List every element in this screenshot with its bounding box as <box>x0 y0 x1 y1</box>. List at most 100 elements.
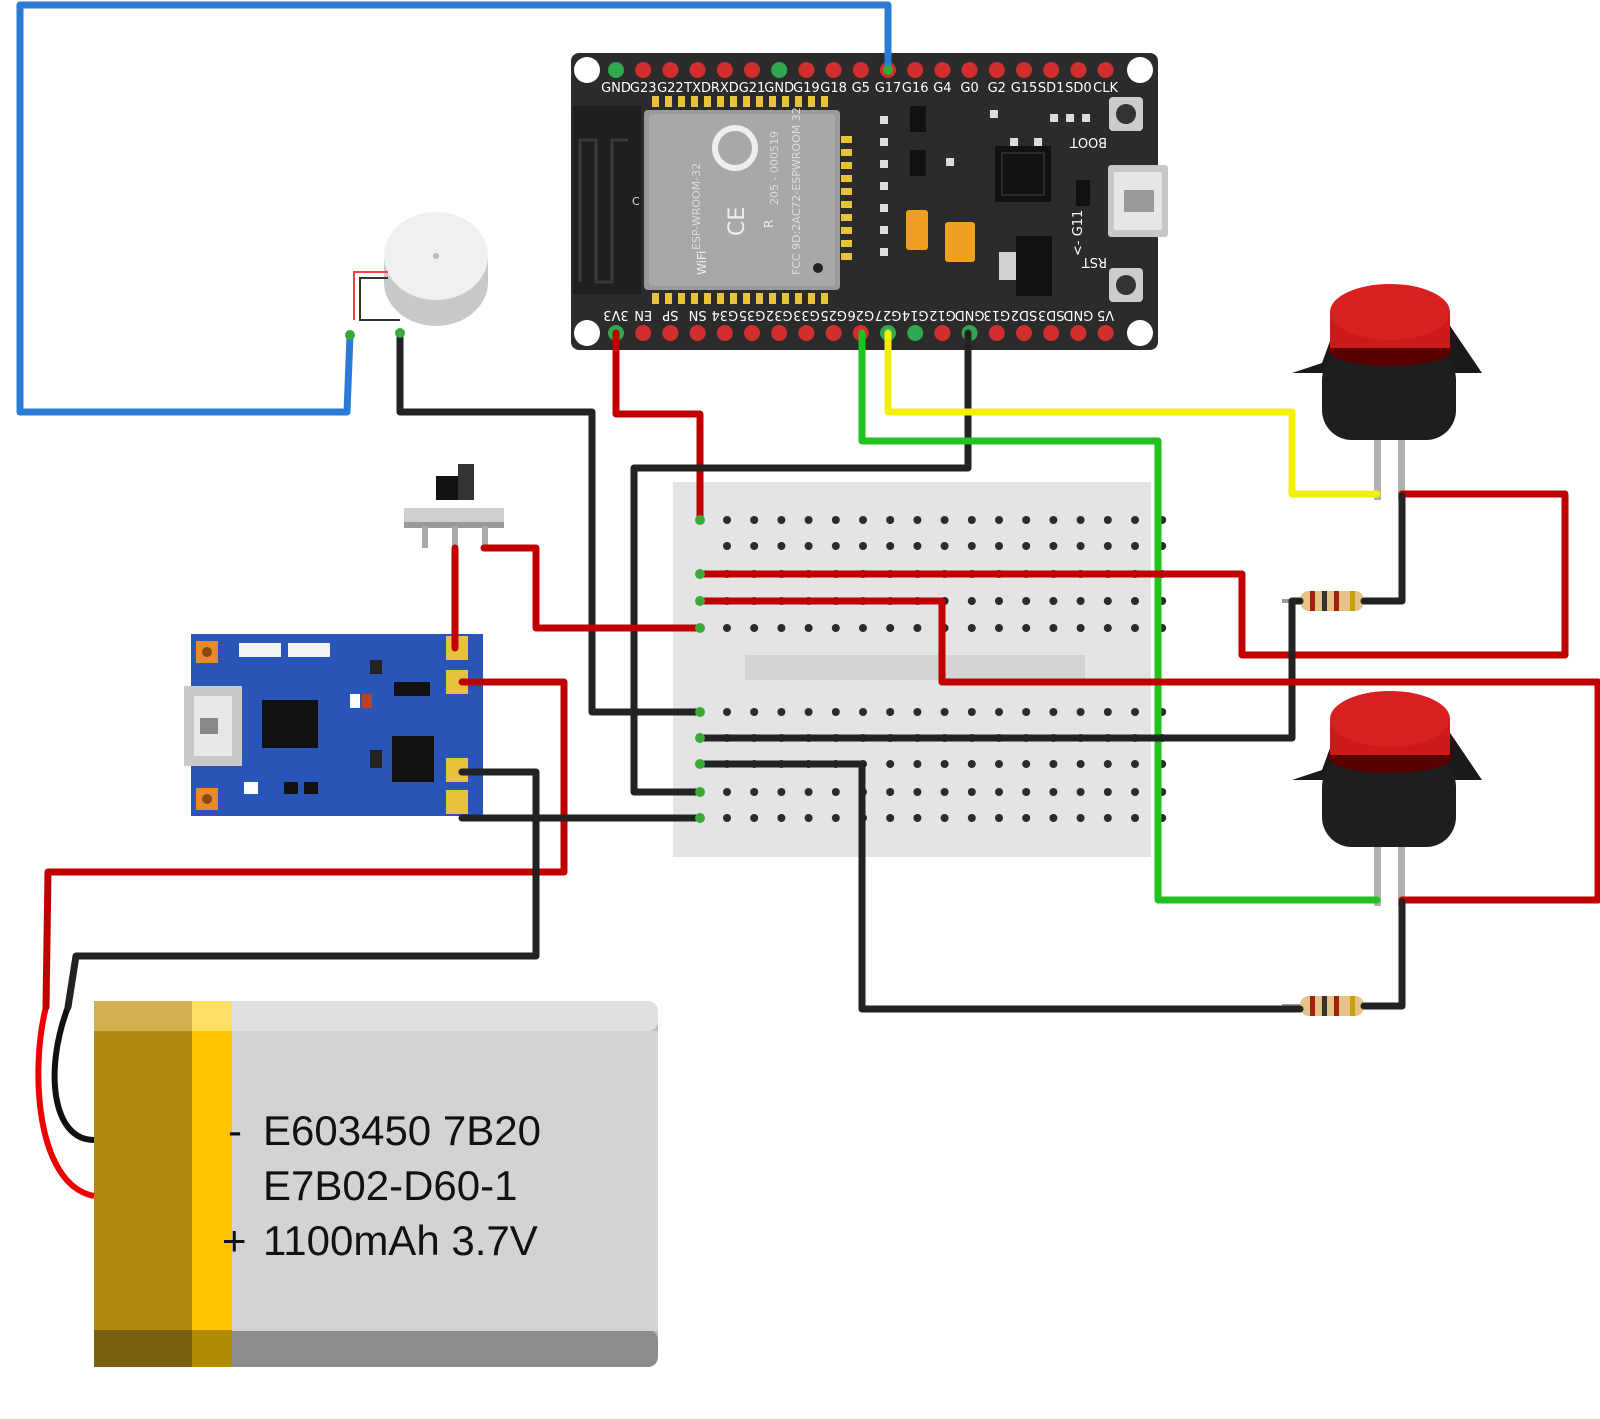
esp32-pin[interactable] <box>907 62 924 78</box>
esp32-pin[interactable] <box>771 62 788 78</box>
esp32-pin-label: GND <box>1063 307 1093 322</box>
module-pad <box>841 201 852 208</box>
breadboard-hole <box>940 516 949 524</box>
breadboard-hole <box>940 542 949 550</box>
esp32-pin[interactable] <box>907 325 924 341</box>
breadboard-hole <box>1131 788 1139 796</box>
breadboard-hole <box>1022 788 1031 796</box>
esp32-pin-label: G16 <box>902 81 929 96</box>
module-model-text: ESP-WROOM-32 <box>690 163 703 250</box>
esp32-pin-label: G2 <box>988 81 1006 96</box>
esp32-pin[interactable] <box>798 62 815 78</box>
esp32-pin-label: CLK <box>1093 81 1118 96</box>
push-button[interactable] <box>1292 284 1482 500</box>
slide-switch[interactable] <box>404 464 504 548</box>
breadboard-hole <box>723 788 731 796</box>
esp32-pin[interactable] <box>825 325 842 341</box>
esp32-pin[interactable] <box>608 62 624 78</box>
breadboard-hole <box>913 516 922 524</box>
esp32-pin[interactable] <box>988 325 1005 341</box>
wire-black-button-1-pulldown <box>1360 492 1406 605</box>
wire-black-esp-gnd <box>630 329 972 796</box>
module-pad <box>756 293 763 304</box>
esp32-pin[interactable] <box>988 62 1005 78</box>
wire-black-button-2-pulldown <box>1360 898 1406 1010</box>
capacitor <box>906 210 928 250</box>
esp32-pin-label: SD3 <box>1038 307 1065 322</box>
breadboard-hole <box>1103 788 1112 796</box>
esp32-pin[interactable] <box>1016 62 1032 78</box>
breadboard-hole <box>831 708 840 716</box>
esp32-pin[interactable] <box>825 62 842 78</box>
breadboard-hole <box>1103 516 1112 524</box>
breadboard-hole <box>777 624 786 632</box>
esp32-pin[interactable] <box>1097 325 1114 341</box>
breadboard-hole <box>804 708 813 716</box>
breadboard-hole <box>1103 708 1112 716</box>
breadboard-hole <box>1103 542 1112 550</box>
breadboard-hole <box>859 516 867 524</box>
esp32-pin[interactable] <box>961 62 978 78</box>
breadboard-hole <box>1076 597 1085 605</box>
breadboard-hole <box>886 788 895 796</box>
esp32-pin[interactable] <box>689 325 706 341</box>
wire-black-buzzer-gnd <box>396 329 704 716</box>
esp32-pin[interactable] <box>662 62 679 78</box>
breadboard-hole <box>750 788 759 796</box>
g11-label: <- G11 <box>1071 210 1086 256</box>
module-pad <box>665 96 672 107</box>
breadboard-hole <box>723 814 731 822</box>
capacitor <box>945 222 975 262</box>
wifi-logo-icon: WiFi <box>695 251 709 275</box>
wire-black-resistor-1 <box>696 597 1304 742</box>
esp32-pin[interactable] <box>771 325 788 341</box>
wire-black-battery-minus <box>64 768 540 1011</box>
breadboard-hole <box>1131 624 1139 632</box>
breadboard-hole <box>831 542 840 550</box>
smd-component <box>880 248 888 256</box>
esp32-pin[interactable] <box>1043 62 1060 78</box>
smd-component <box>1010 138 1018 146</box>
push-button[interactable] <box>1292 691 1482 906</box>
esp32-pin-label: GND <box>764 81 794 96</box>
breadboard-hole <box>913 542 922 550</box>
wire-endpoint <box>345 330 355 340</box>
esp32-pin-label: GND <box>601 81 631 96</box>
breadboard-hole <box>1049 597 1058 605</box>
esp32-pin[interactable] <box>744 325 760 341</box>
breadboard-hole <box>750 708 759 716</box>
breadboard-hole <box>723 708 731 716</box>
esp32-pin[interactable] <box>635 62 652 78</box>
module-pad <box>665 293 672 304</box>
esp32-pin[interactable] <box>1070 62 1087 78</box>
esp32-pin[interactable] <box>934 62 951 78</box>
esp32-pin[interactable] <box>716 62 733 78</box>
esp32-pin[interactable] <box>1043 325 1060 341</box>
module-pad <box>808 96 815 107</box>
esp32-pin[interactable] <box>1070 325 1087 341</box>
module-pad <box>841 175 852 182</box>
esp32-usb-port[interactable] <box>1108 165 1168 237</box>
breadboard-hole <box>831 814 840 822</box>
esp32-board: C ESP-WROOM-32 205 - 000519 FCC 9D:2AC72… <box>571 53 1168 350</box>
esp32-pin[interactable] <box>662 325 679 341</box>
esp32-pin[interactable] <box>798 325 815 341</box>
wire-endpoint <box>695 759 705 769</box>
esp32-pin[interactable] <box>1016 325 1032 341</box>
esp32-pin[interactable] <box>852 62 869 78</box>
breadboard-hole <box>967 814 976 822</box>
breadboard-hole <box>831 624 840 632</box>
esp32-pin[interactable] <box>934 325 951 341</box>
esp32-pin[interactable] <box>635 325 652 341</box>
breadboard-hole <box>723 516 731 524</box>
breadboard-hole <box>967 624 976 632</box>
esp32-pin-label: G4 <box>933 81 951 96</box>
esp32-pin[interactable] <box>744 62 760 78</box>
esp32-pin[interactable] <box>716 325 733 341</box>
breadboard-hole <box>967 708 976 716</box>
module-pad <box>782 96 789 107</box>
battery-negative-lead <box>51 1005 95 1143</box>
esp32-pin[interactable] <box>689 62 706 78</box>
esp32-pin[interactable] <box>1097 62 1114 78</box>
